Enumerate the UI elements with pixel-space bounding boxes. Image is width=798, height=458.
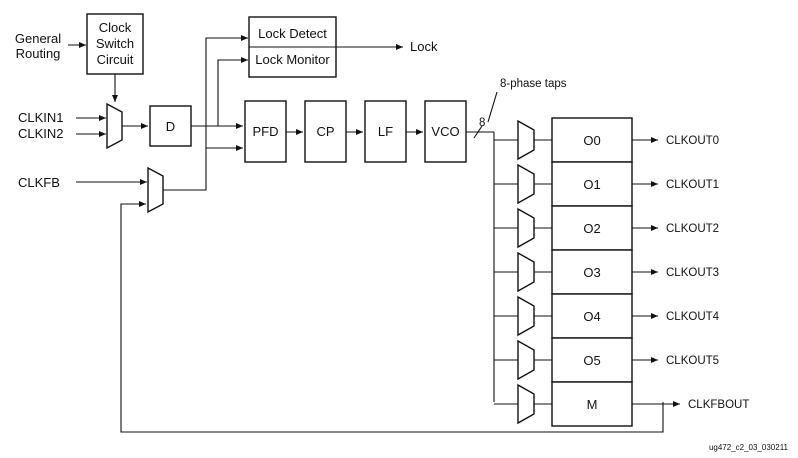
lock-monitor-label: Lock Monitor (255, 52, 330, 67)
counter-m-label: M (587, 397, 598, 412)
output-label-clkout0: CLKOUT0 (666, 135, 719, 147)
phase-taps-pointer (487, 91, 498, 123)
phase-mux-o4 (517, 295, 535, 337)
output-label-clkout4: CLKOUT4 (666, 311, 720, 323)
divider-label: D (166, 119, 175, 134)
clock-switch-label-line1: Clock (99, 20, 132, 35)
output-label-clkout3: CLKOUT3 (666, 267, 719, 279)
output-label-clkout2: CLKOUT2 (666, 223, 719, 235)
counter-o3-label: O3 (583, 265, 600, 280)
phase-mux-o2 (517, 207, 535, 249)
clkin1-label: CLKIN1 (18, 110, 64, 125)
output-label-clkout5: CLKOUT5 (666, 355, 719, 367)
counter-o0-block (551, 117, 633, 163)
figure-id-label: ug472_c2_03_030211 (709, 443, 789, 452)
bus-width-slash (473, 125, 483, 139)
vco-label: VCO (431, 124, 459, 139)
counter-o1-label: O1 (583, 177, 600, 192)
counter-o0-label: O0 (583, 133, 600, 148)
counter-o2-label: O2 (583, 221, 600, 236)
pfd-label: PFD (253, 124, 279, 139)
phase-mux-m (517, 383, 535, 425)
clock-switch-label-line2: Switch (96, 36, 134, 51)
general-routing-label-line1: General (15, 31, 61, 46)
lock-output-label: Lock (410, 39, 438, 54)
cp-block (304, 100, 347, 163)
feedback-to-lock-detect-line (205, 35, 248, 148)
general-routing-label-line2: Routing (16, 46, 61, 61)
clkfb-label: CLKFB (18, 175, 60, 190)
clock-switch-circuit-block (86, 13, 144, 75)
counter-o5-label: O5 (583, 353, 600, 368)
phase-mux-o0 (517, 119, 535, 161)
output-label-clkout1: CLKOUT1 (666, 179, 719, 191)
phase-taps-label: 8-phase taps (500, 78, 567, 90)
vco-block (424, 100, 467, 163)
lf-label: LF (378, 124, 393, 139)
feedback-clock-mux (147, 166, 164, 214)
phase-mux-o1 (517, 163, 535, 205)
clkfbout-feedback-loop (120, 201, 664, 433)
divider-to-lock-detect-line (217, 57, 248, 126)
input-clock-mux (106, 102, 123, 150)
pfd-block (244, 100, 287, 163)
feedback-to-pfd-line (163, 145, 243, 191)
clkin2-label: CLKIN2 (18, 126, 64, 141)
counter-o4-label: O4 (583, 309, 600, 324)
output-label-clkfbout: CLKFBOUT (688, 399, 749, 411)
counter-o2-block (551, 205, 633, 251)
clock-switch-label-line3: Circuit (97, 52, 134, 67)
phase-mux-o5 (517, 339, 535, 381)
bus-width-label: 8 (479, 117, 485, 129)
lf-block (364, 100, 407, 163)
counter-o4-block (551, 293, 633, 339)
phase-mux-o3 (517, 251, 535, 293)
lock-detect-label: Lock Detect (258, 26, 327, 41)
counter-o3-block (551, 249, 633, 295)
cp-label: CP (316, 124, 334, 139)
